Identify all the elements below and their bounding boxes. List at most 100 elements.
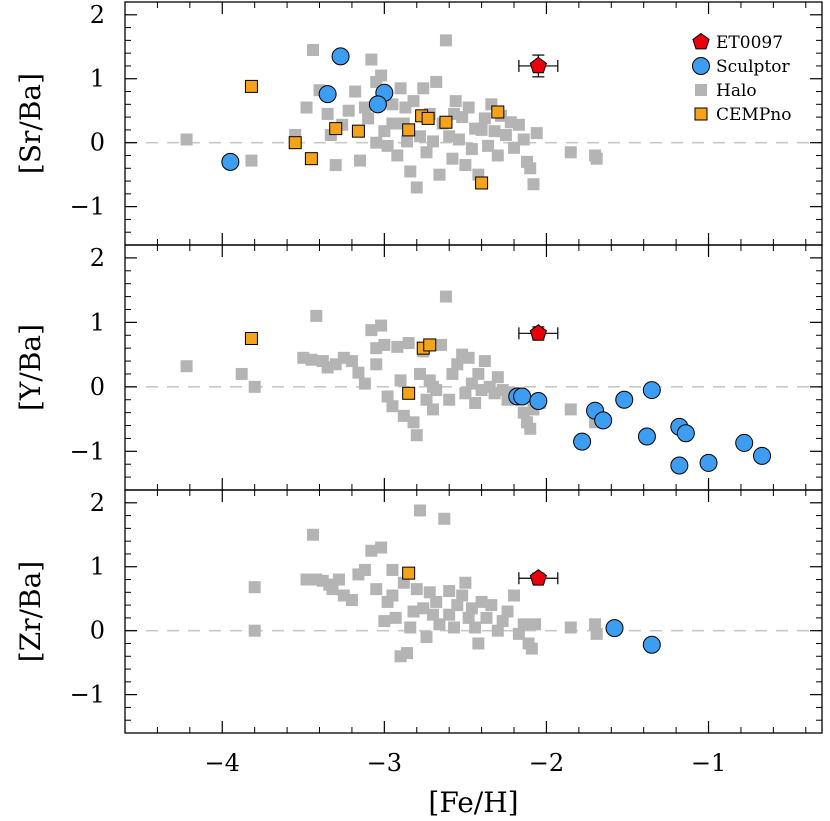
legend-label: Sculptor	[716, 57, 791, 77]
halo-point	[527, 178, 540, 191]
halo-point	[180, 133, 193, 146]
halo-point	[410, 583, 423, 596]
halo-point	[426, 608, 439, 621]
cempno-point	[402, 123, 416, 137]
halo-point	[524, 162, 537, 175]
halo-point	[180, 360, 193, 373]
cempno-point	[402, 386, 416, 400]
halo-point	[439, 290, 452, 303]
halo-point	[414, 504, 427, 517]
sculptor-point	[642, 381, 661, 400]
cempno-point	[288, 136, 302, 150]
halo-point	[517, 406, 530, 419]
halo-point	[375, 69, 388, 82]
halo-point	[358, 101, 371, 114]
halo-point	[459, 387, 472, 400]
sculptor-point	[670, 456, 689, 475]
halo-point	[417, 82, 430, 95]
panel-frame	[124, 489, 823, 734]
halo-point	[245, 154, 258, 167]
halo-point	[420, 146, 433, 159]
halo-point	[354, 154, 367, 167]
halo-point	[491, 624, 504, 637]
halo-point	[310, 309, 323, 322]
sculptor-point	[753, 446, 772, 465]
halo-point	[420, 631, 433, 644]
halo-point	[451, 599, 464, 612]
halo-point	[462, 611, 475, 624]
y-tick-label: 0	[90, 373, 105, 401]
halo-point	[321, 107, 334, 120]
halo-point	[443, 393, 456, 406]
halo-point	[386, 98, 399, 111]
halo-point	[530, 127, 543, 140]
sculptor-point	[513, 387, 532, 406]
halo-point	[407, 416, 420, 429]
sculptor-point	[637, 427, 656, 446]
y-tick-label: 1	[90, 308, 105, 336]
halo-point	[426, 380, 439, 393]
halo-point	[508, 141, 521, 154]
halo-point	[248, 581, 261, 594]
halo-point	[386, 589, 399, 602]
halo-point	[365, 544, 378, 557]
halo-point	[478, 112, 491, 125]
halo-point	[391, 149, 404, 162]
cempno-point	[439, 115, 453, 129]
sculptor-point	[221, 152, 240, 171]
sculptor-point	[642, 635, 661, 654]
halo-point	[459, 159, 472, 172]
halo-point	[349, 85, 362, 98]
y-axis-title: [Zr/Ba]	[14, 561, 47, 662]
legend-marker-halo	[695, 84, 707, 96]
cempno-point	[304, 152, 318, 166]
halo-point	[435, 338, 448, 351]
legend-label: Halo	[716, 81, 757, 101]
cempno-point	[491, 105, 505, 119]
halo-point	[391, 340, 404, 353]
halo-point	[407, 605, 420, 618]
halo-point	[491, 371, 504, 384]
halo-point	[300, 573, 313, 586]
halo-point	[397, 576, 410, 589]
y-axis-title: [Y/Ba]	[14, 324, 47, 411]
halo-point	[456, 589, 469, 602]
halo-point	[448, 621, 461, 634]
halo-point	[420, 393, 433, 406]
halo-point	[475, 595, 488, 608]
halo-point	[488, 125, 501, 138]
halo-point	[433, 168, 446, 181]
halo-point	[235, 367, 248, 380]
halo-point	[433, 618, 446, 631]
halo-point	[472, 637, 485, 650]
halo-point	[472, 367, 485, 380]
halo-point	[564, 146, 577, 159]
halo-point	[394, 374, 407, 387]
halo-point	[446, 367, 459, 380]
halo-point	[358, 377, 371, 390]
halo-point	[300, 101, 313, 114]
halo-point	[345, 355, 358, 368]
y-tick-label: 1	[90, 553, 105, 581]
halo-point	[465, 143, 478, 156]
halo-point	[462, 351, 475, 364]
cempno-point	[244, 79, 258, 93]
sculptor-point	[594, 411, 613, 430]
halo-point	[438, 512, 451, 525]
halo-point	[362, 112, 375, 125]
cempno-point	[423, 338, 437, 352]
halo-point	[378, 338, 391, 351]
halo-point	[404, 621, 417, 634]
halo-point	[524, 422, 537, 435]
halo-point	[496, 384, 509, 397]
legend-marker-et0097	[692, 32, 710, 50]
halo-point	[426, 403, 439, 416]
halo-point	[465, 377, 478, 390]
legend-marker-sculptor	[692, 57, 710, 75]
halo-point	[332, 573, 345, 586]
cempno-point	[402, 566, 416, 580]
halo-point	[386, 400, 399, 413]
halo-point	[446, 152, 459, 165]
halo-point	[529, 618, 542, 631]
halo-point	[443, 130, 456, 143]
